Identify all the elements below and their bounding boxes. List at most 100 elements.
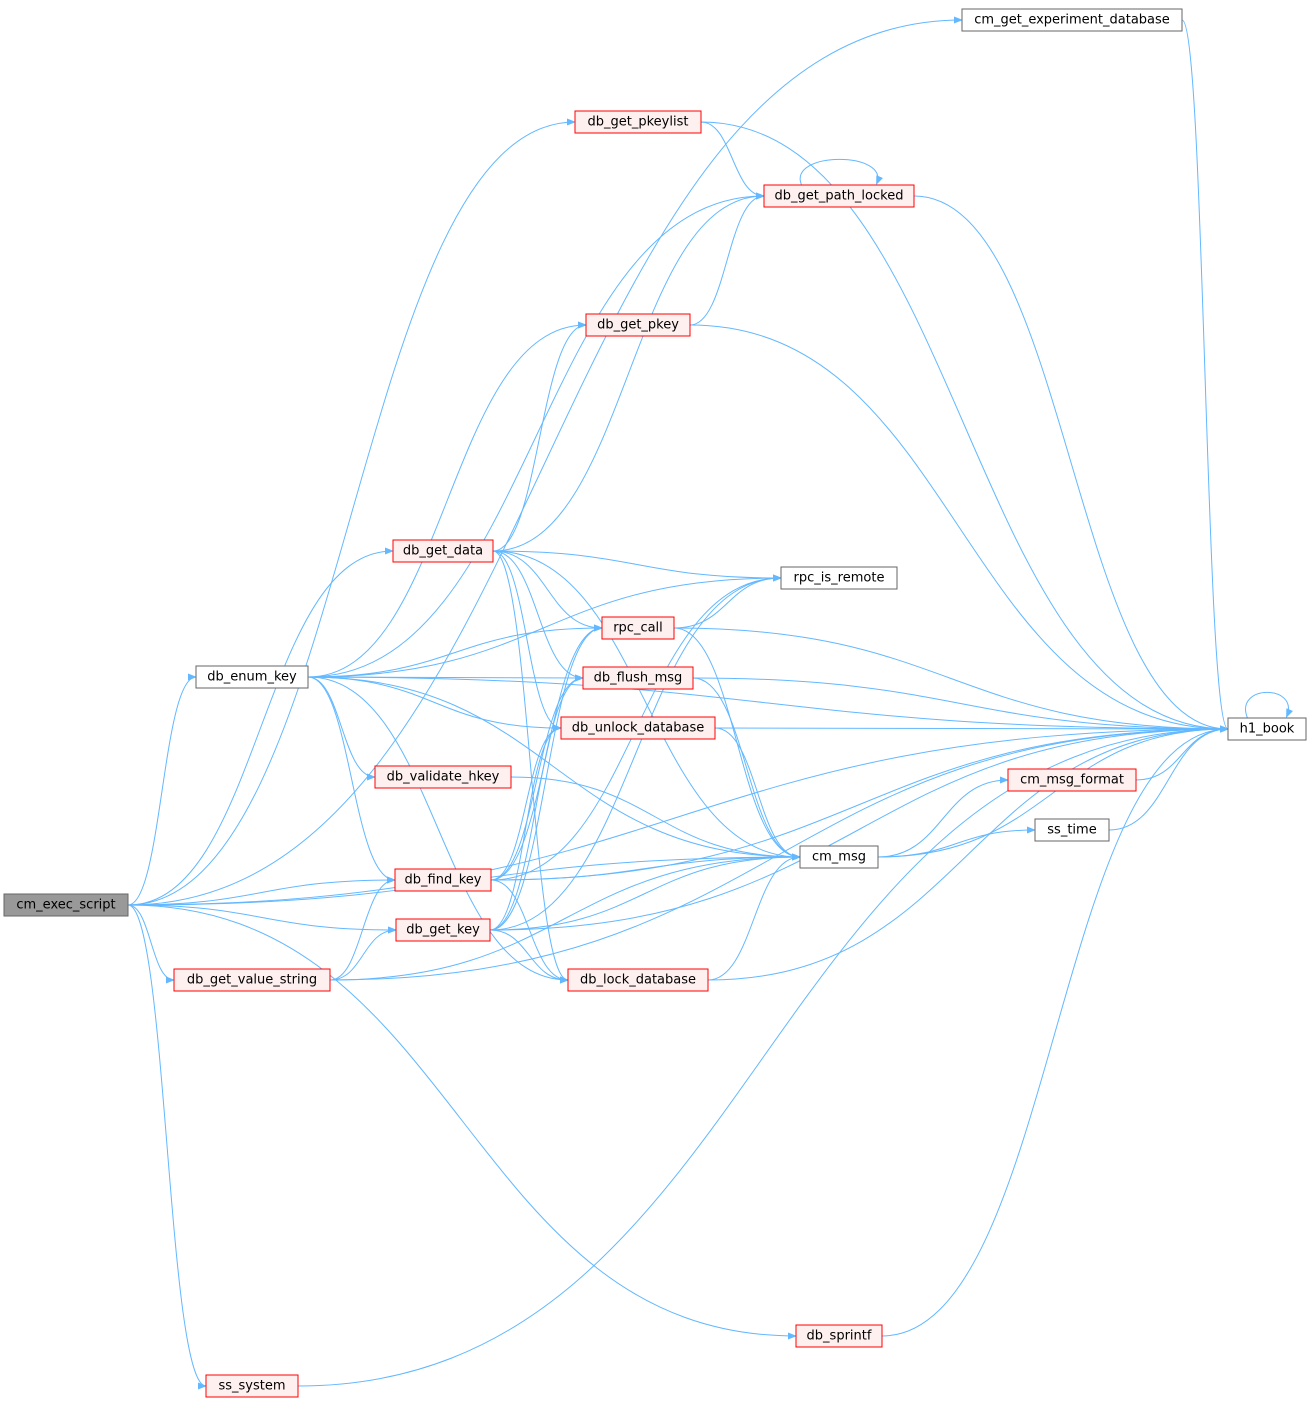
edge-db_enum_key-to-cm_msg — [307, 676, 801, 861]
edge-db_enum_key-to-db_lock_database — [307, 676, 569, 984]
node-box[interactable] — [560, 716, 716, 740]
edge-db_get_data-to-db_get_path_locked — [492, 192, 765, 552]
node-box[interactable] — [574, 110, 702, 134]
node-ss_system[interactable]: ss_system — [205, 1374, 299, 1398]
node-box[interactable] — [799, 845, 879, 869]
edge-db_get_value_string-to-db_get_key — [329, 926, 397, 981]
node-box[interactable] — [205, 1374, 299, 1398]
node-cm_msg_format[interactable]: cm_msg_format — [1007, 768, 1137, 792]
node-db_lock_database[interactable]: db_lock_database — [567, 968, 709, 992]
node-db_validate_hkey[interactable]: db_validate_hkey — [374, 765, 512, 789]
edge-db_enum_key-to-rpc_call — [307, 624, 603, 678]
edge-db_get_data-to-db_get_pkey — [492, 321, 587, 552]
node-db_find_key[interactable]: db_find_key — [394, 868, 492, 892]
edge-cm_exec_script-to-ss_system — [127, 904, 207, 1390]
node-label: cm_msg_format — [1020, 773, 1124, 788]
node-box[interactable] — [961, 8, 1183, 32]
node-label: db_validate_hkey — [387, 770, 500, 785]
node-cm_msg[interactable]: cm_msg — [799, 845, 879, 869]
node-h1_book[interactable]: h1_book — [1227, 717, 1307, 741]
node-box[interactable] — [3, 893, 129, 917]
edge-db_get_value_string-to-cm_msg — [329, 853, 801, 981]
node-box[interactable] — [394, 868, 492, 892]
edge-rpc_call-to-rpc_is_remote — [673, 574, 782, 629]
edge-cm_exec_script-to-db_get_data — [127, 547, 394, 906]
edge-ss_time-to-h1_book — [1108, 725, 1229, 831]
edge-db_sprintf-to-h1_book — [881, 725, 1229, 1337]
node-box[interactable] — [1007, 768, 1137, 792]
edge-db_flush_msg-to-h1_book — [692, 677, 1229, 733]
node-label: db_get_path_locked — [775, 189, 904, 204]
node-box[interactable] — [173, 968, 331, 992]
edge-db_get_data-to-rpc_is_remote — [492, 550, 782, 582]
edge-cm_exec_script-to-cm_get_experiment_database — [127, 16, 963, 906]
edge-cm_msg-to-h1_book — [877, 725, 1229, 858]
edge-cm_exec_script-to-db_get_pkeylist — [127, 118, 576, 906]
edge-db_find_key-to-db_unlock_database — [490, 724, 562, 881]
node-label: h1_book — [1240, 722, 1295, 737]
edge-db_unlock_database-to-cm_msg — [714, 727, 801, 861]
node-box[interactable] — [1227, 717, 1307, 741]
node-label: cm_exec_script — [16, 898, 115, 913]
node-cm_exec_script[interactable]: cm_exec_script — [3, 893, 129, 917]
edge-cm_msg_format-to-h1_book — [1135, 725, 1229, 781]
edges-layer — [127, 16, 1293, 1390]
edge-db_find_key-to-h1_book — [490, 725, 1229, 881]
edge-db_get_value_string-to-db_find_key — [329, 876, 396, 981]
node-box[interactable] — [780, 566, 898, 590]
node-label: ss_system — [218, 1379, 285, 1394]
node-ss_time[interactable]: ss_time — [1034, 818, 1110, 842]
node-db_get_value_string[interactable]: db_get_value_string — [173, 968, 331, 992]
node-db_unlock_database[interactable]: db_unlock_database — [560, 716, 716, 740]
edge-db_lock_database-to-h1_book — [707, 725, 1229, 981]
node-box[interactable] — [582, 666, 694, 690]
node-db_sprintf[interactable]: db_sprintf — [795, 1324, 883, 1348]
edge-cm_get_experiment_database-to-h1_book — [1181, 19, 1229, 733]
edge-db_get_key-to-db_flush_msg — [489, 674, 584, 931]
edge-cm_msg-to-cm_msg_format — [877, 776, 1009, 858]
node-db_get_pkey[interactable]: db_get_pkey — [585, 313, 691, 337]
edge-db_get_key-to-rpc_call — [489, 624, 603, 931]
edge-cm_exec_script-to-db_enum_key — [127, 673, 197, 906]
node-label: rpc_call — [613, 621, 663, 636]
edge-db_get_key-to-h1_book — [489, 725, 1229, 931]
edge-h1_book-to-h1_book — [1245, 691, 1293, 719]
node-db_get_path_locked[interactable]: db_get_path_locked — [763, 184, 915, 208]
node-db_enum_key[interactable]: db_enum_key — [195, 665, 309, 689]
node-cm_get_experiment_database[interactable]: cm_get_experiment_database — [961, 8, 1183, 32]
node-box[interactable] — [567, 968, 709, 992]
edge-db_get_path_locked-to-db_get_path_locked — [799, 158, 883, 186]
node-label: db_get_pkeylist — [588, 115, 689, 130]
edge-db_get_key-to-db_unlock_database — [489, 724, 562, 931]
node-label: db_get_value_string — [187, 973, 317, 988]
edge-db_get_pkey-to-h1_book — [689, 324, 1229, 733]
node-box[interactable] — [763, 184, 915, 208]
node-box[interactable] — [601, 616, 675, 640]
edge-db_get_key-to-rpc_is_remote — [489, 574, 782, 931]
node-label: db_get_data — [403, 544, 483, 559]
node-db_get_data[interactable]: db_get_data — [392, 539, 494, 563]
node-box[interactable] — [395, 918, 491, 942]
edge-cm_exec_script-to-db_find_key — [127, 876, 396, 906]
edge-db_enum_key-to-db_flush_msg — [307, 674, 584, 682]
edge-db_validate_hkey-to-cm_msg — [510, 776, 801, 861]
node-db_get_pkeylist[interactable]: db_get_pkeylist — [574, 110, 702, 134]
node-label: db_get_pkey — [597, 318, 679, 333]
node-box[interactable] — [392, 539, 494, 563]
edge-rpc_call-to-h1_book — [673, 627, 1229, 733]
edge-cm_exec_script-to-db_get_value_string — [127, 904, 175, 984]
node-rpc_call[interactable]: rpc_call — [601, 616, 675, 640]
edge-db_lock_database-to-cm_msg — [707, 853, 801, 981]
node-label: ss_time — [1047, 823, 1096, 838]
node-box[interactable] — [195, 665, 309, 689]
node-box[interactable] — [585, 313, 691, 337]
edge-db_get_key-to-db_lock_database — [489, 929, 569, 984]
node-box[interactable] — [374, 765, 512, 789]
node-db_get_key[interactable]: db_get_key — [395, 918, 491, 942]
node-db_flush_msg[interactable]: db_flush_msg — [582, 666, 694, 690]
edge-db_enum_key-to-db_find_key — [307, 676, 396, 884]
node-box[interactable] — [1034, 818, 1110, 842]
node-rpc_is_remote[interactable]: rpc_is_remote — [780, 566, 898, 590]
node-box[interactable] — [795, 1324, 883, 1348]
